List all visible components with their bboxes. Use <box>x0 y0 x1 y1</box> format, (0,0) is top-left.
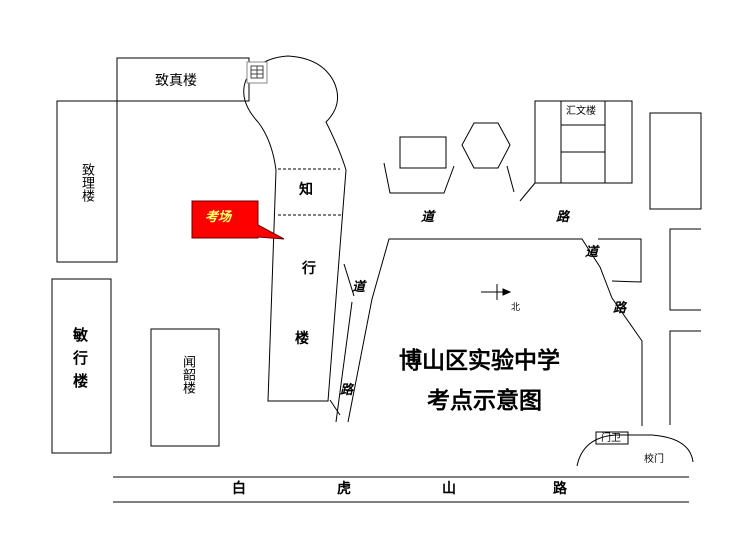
wenshao-building <box>150 328 220 447</box>
small-building <box>399 136 447 169</box>
zhixing-building <box>243 55 347 402</box>
huiwen-label: 汇文楼 <box>566 106 596 117</box>
zhili-label: 致理楼 <box>79 163 94 202</box>
bracket-left <box>383 162 455 194</box>
image-placeholder-icon <box>246 61 268 84</box>
north-arrow-head <box>502 288 512 296</box>
zhizhen-label: 致真楼 <box>155 73 197 89</box>
hexagon-building <box>461 122 511 169</box>
north-label: 北 <box>511 303 521 313</box>
zhili-building <box>56 100 118 263</box>
road-label-dao-1: 道 <box>421 210 435 225</box>
bottom-road-char-4: 路 <box>553 481 567 497</box>
road-a <box>343 263 355 297</box>
gate-curve <box>576 434 694 467</box>
road-label-lu-3: 路 <box>340 383 354 398</box>
zhixing-label-3: 楼 <box>295 331 309 347</box>
huiwen-diag <box>519 182 536 202</box>
right-building <box>649 112 702 210</box>
minxing-label: 敏行楼 <box>71 327 89 396</box>
bracket-right <box>506 165 515 193</box>
road-b <box>329 399 341 416</box>
minxing-building <box>51 278 112 454</box>
school-gate-label: 校门 <box>644 454 664 465</box>
zhixing-label-1: 知 <box>299 182 313 198</box>
right-shape-1 <box>669 228 701 311</box>
callout-shape <box>191 200 285 240</box>
wenshao-label: 闻韶楼 <box>180 355 195 394</box>
road-right-block <box>598 238 642 283</box>
right-shape-2 <box>669 330 701 425</box>
road-label-dao-3: 道 <box>352 280 366 295</box>
road-left-edge <box>335 301 353 423</box>
map-title-line-2: 考点示意图 <box>427 388 542 414</box>
bottom-road-char-2: 虎 <box>337 481 351 497</box>
bottom-road-char-1: 白 <box>232 481 246 497</box>
road-main-edge <box>347 238 643 426</box>
road-label-lu-2: 路 <box>613 301 627 316</box>
road-label-lu-1: 路 <box>556 210 570 225</box>
map-title-line-1: 博山区实验中学 <box>399 348 560 374</box>
road-label-dao-2: 道 <box>585 245 599 260</box>
bottom-road-char-3: 山 <box>442 481 456 497</box>
gate-guard-box <box>595 431 629 445</box>
callout-label: 考场 <box>205 210 232 225</box>
huiwen-building <box>534 100 633 184</box>
zhixing-label-2: 行 <box>302 261 316 277</box>
gate-guard-label: 门卫 <box>601 433 621 444</box>
